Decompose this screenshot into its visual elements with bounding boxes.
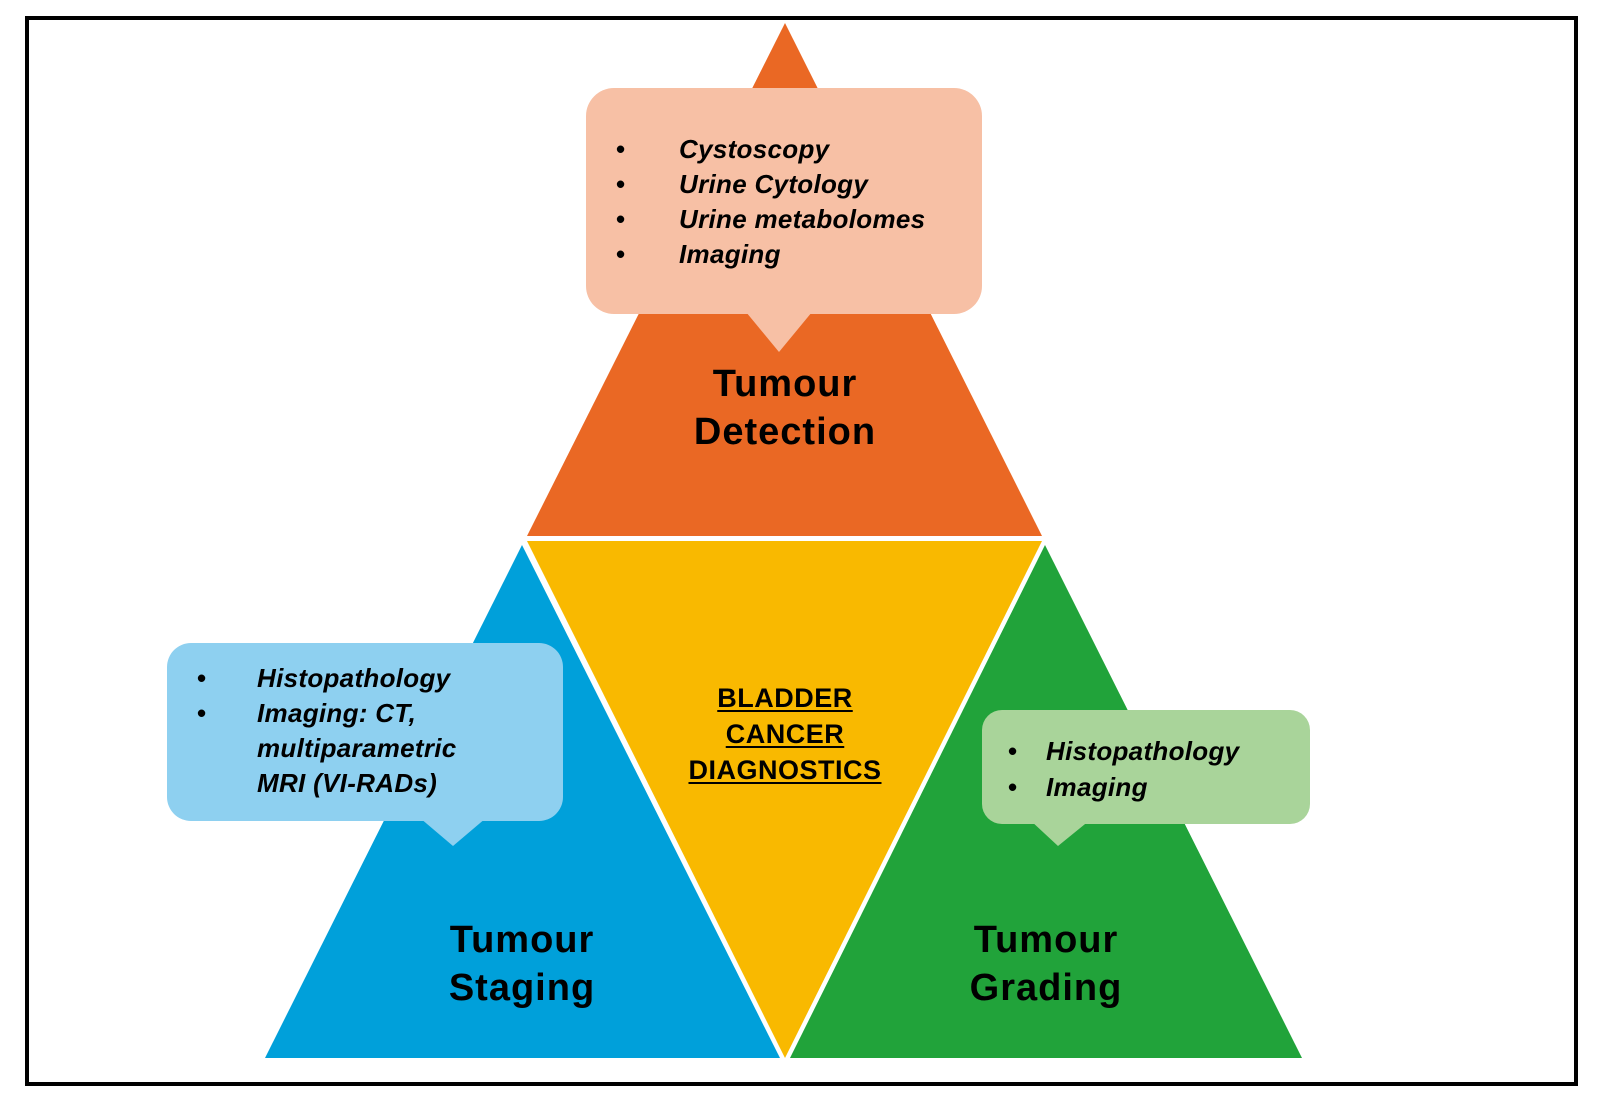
bullet-icon: • — [616, 169, 626, 199]
grading-title: Tumour Grading — [969, 919, 1123, 1009]
grading-callout-tail — [1030, 820, 1090, 846]
detection-title: Tumour Detection — [693, 363, 877, 453]
list-item: • Imaging: CT, multiparametric MRI (VI-R… — [197, 698, 457, 798]
staging-title: Tumour Staging — [448, 919, 596, 1009]
grading-methods-list: • Histopathology • Imaging — [982, 710, 1310, 805]
bullet-icon: • — [1008, 772, 1018, 802]
bullet-icon: • — [616, 204, 626, 234]
detection-callout: • Cystoscopy • Urine Cytology • Urine me… — [586, 88, 982, 314]
list-item: • Urine metabolomes — [586, 202, 982, 237]
staging-callout-tail — [420, 818, 486, 846]
list-item: • Histopathology — [982, 733, 1310, 769]
bullet-icon: • — [1008, 736, 1018, 766]
list-item: • Cystoscopy — [586, 132, 982, 167]
staging-callout: • Histopathology • Imaging: CT, multipar… — [167, 643, 563, 821]
center-title: BLADDER CANCER DIAGNOSTICS — [688, 683, 882, 785]
bullet-icon: • — [197, 663, 207, 693]
staging-methods-list: • Histopathology • Imaging: CT, multipar… — [167, 643, 563, 801]
detection-methods-list: • Cystoscopy • Urine Cytology • Urine me… — [586, 88, 982, 272]
center-inverted-triangle — [527, 541, 1042, 1058]
detection-callout-tail — [746, 312, 812, 352]
list-item: • Imaging — [586, 237, 982, 272]
bullet-icon: • — [616, 239, 626, 269]
bullet-icon: • — [197, 698, 207, 728]
bullet-icon: • — [616, 134, 626, 164]
grading-callout: • Histopathology • Imaging — [982, 710, 1310, 824]
list-item: • Imaging — [982, 769, 1310, 805]
list-item: • Histopathology — [167, 661, 563, 696]
figure-border — [25, 16, 1578, 1086]
list-item: • Urine Cytology — [586, 167, 982, 202]
